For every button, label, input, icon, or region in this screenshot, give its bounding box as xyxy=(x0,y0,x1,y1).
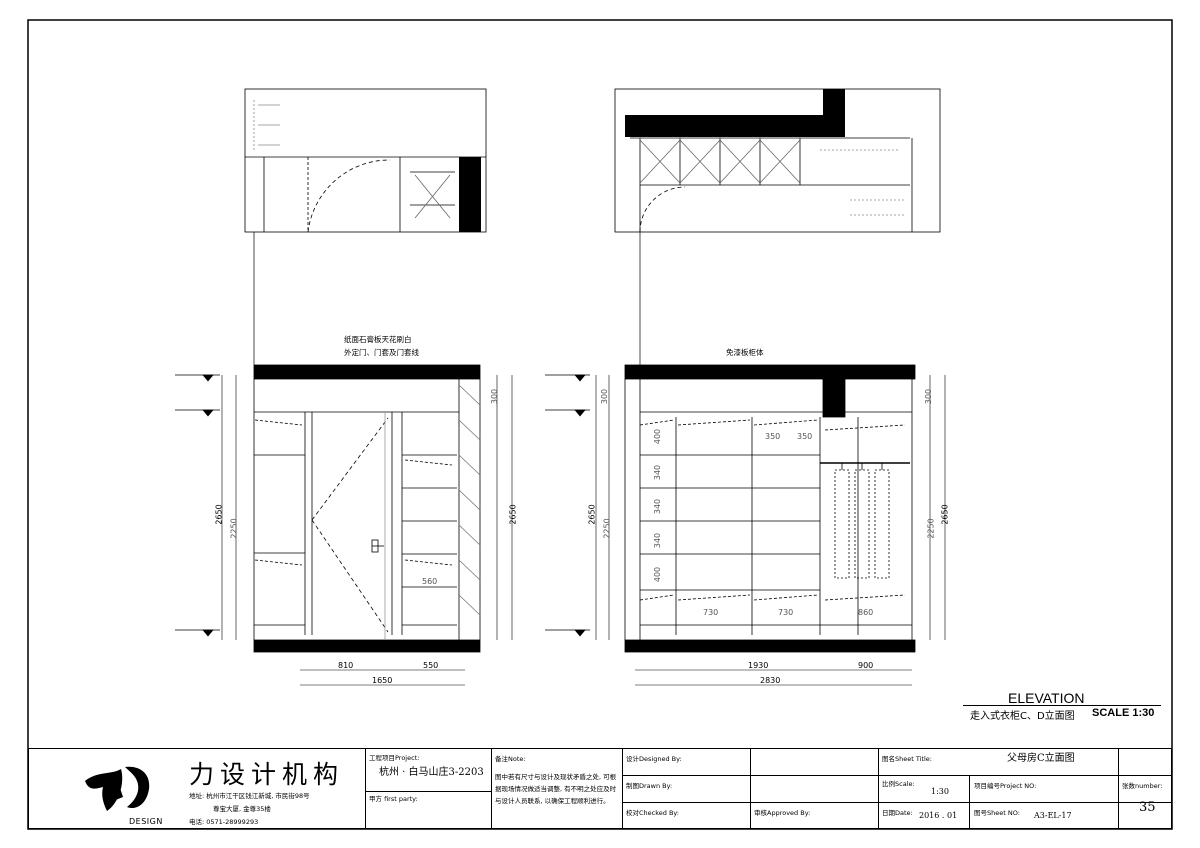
dim-right-vert-400b: 400 xyxy=(653,566,663,583)
plan-left xyxy=(244,88,487,365)
logo-text: DESIGN xyxy=(129,817,163,826)
dim-right-inner-730a: 730 xyxy=(703,608,719,617)
dim-right-inner-350a: 350 xyxy=(765,432,781,441)
firm-address: 地址: 杭州市江干区钱江新城, 市民街98号 尊宝大厦, 金尊35楼 电话: 0… xyxy=(189,790,310,829)
elevation-subtitle: 走入式衣柜C、D立面图 xyxy=(970,711,1075,722)
plan-right xyxy=(614,88,941,365)
firm-name: 力设计机构 xyxy=(189,760,345,789)
dim-right-1930: 1930 xyxy=(748,661,769,670)
sheet-title-label: 图名Sheet Title: xyxy=(882,755,932,763)
drawn-label: 制图Drawn By: xyxy=(626,782,673,790)
caption-underline xyxy=(963,705,1161,706)
annotation-right-1: 免漆板柜体 xyxy=(726,348,764,357)
dim-left-810: 810 xyxy=(338,661,354,670)
dim-right-inner-350b: 350 xyxy=(797,432,813,441)
dim-right-inner-730b: 730 xyxy=(778,608,794,617)
dim-left-v-2650r: 2650 xyxy=(508,504,518,525)
dim-right-v-2250r: 2250 xyxy=(926,518,936,539)
dim-left-v-2250: 2250 xyxy=(229,518,239,539)
elevation-right xyxy=(624,364,916,653)
scale-label: 比例Scale: xyxy=(882,780,915,788)
plan-left-wall-fill xyxy=(459,157,481,232)
approved-label: 审核Approved By: xyxy=(754,809,811,817)
elevation-left xyxy=(253,364,481,653)
dim-right-2830: 2830 xyxy=(760,676,781,685)
sheet-frame xyxy=(27,19,1173,830)
plan-right-wall-v xyxy=(823,89,845,137)
project-label: 工程项目Project: xyxy=(369,754,420,762)
dim-left-inner-560: 560 xyxy=(422,577,438,586)
dim-right-v-2650r: 2650 xyxy=(940,504,950,525)
address-line-1: 地址: 杭州市江干区钱江新城, 市民街98号 xyxy=(189,792,310,800)
date-label: 日期Date: xyxy=(882,809,913,817)
dim-left-550: 550 xyxy=(423,661,439,670)
elevation-title: ELEVATION xyxy=(1008,690,1085,706)
project-value: 杭州 · 白马山庄3-2203 xyxy=(379,767,484,778)
address-line-3: 电话: 0571-28999293 xyxy=(189,818,259,826)
firm-logo-icon xyxy=(85,766,150,811)
dim-right-v-300: 300 xyxy=(600,388,610,405)
sheet-no-value: A3-EL-17 xyxy=(1034,811,1072,820)
date-value: 2016 . 01 xyxy=(919,811,958,820)
annotation-left-1: 纸面石膏板天花刷白 xyxy=(344,335,412,344)
dim-right-v-2650: 2650 xyxy=(587,504,597,525)
number-label: 张数number: xyxy=(1122,782,1163,790)
number-value: 35 xyxy=(1139,800,1156,815)
sheet-no-label: 图号Sheet NO: xyxy=(974,809,1020,817)
level-markers xyxy=(175,374,590,637)
project-no-label: 项目编号Project NO: xyxy=(974,782,1037,790)
sheet-title-value: 父母房C立面图 xyxy=(1007,753,1075,764)
scale-value: 1:30 xyxy=(931,787,949,796)
dim-left-v-2650: 2650 xyxy=(214,504,224,525)
dim-right-vert-400a: 400 xyxy=(653,428,663,445)
elevation-scale: SCALE 1:30 xyxy=(1092,707,1155,719)
dim-right-vert-340c: 340 xyxy=(653,532,663,549)
dim-right-v-300r: 300 xyxy=(924,388,934,405)
dim-right-900: 900 xyxy=(858,661,874,670)
note-label: 备注Note: xyxy=(495,755,526,763)
dim-right-v-2250: 2250 xyxy=(602,518,612,539)
note-text: 图中若有尺寸与设计及现状矛盾之处, 可根据现场情况做适当调整, 有不明之处应及时… xyxy=(495,773,617,805)
dim-left-v-300: 300 xyxy=(490,388,500,405)
checked-label: 校对Checked By: xyxy=(626,809,679,817)
dim-left-1650: 1650 xyxy=(372,676,393,685)
party-label: 甲方 first party: xyxy=(369,795,418,803)
annotation-left-2: 外定门、门套及门套线 xyxy=(344,348,419,357)
dim-right-vert-340b: 340 xyxy=(653,498,663,515)
dim-right-vert-340a: 340 xyxy=(653,464,663,481)
address-line-2: 尊宝大厦, 金尊35楼 xyxy=(213,805,271,813)
plan-right-wall-h xyxy=(625,115,845,137)
designed-label: 设计Designed By: xyxy=(626,755,682,763)
dimension-lines xyxy=(221,375,946,686)
title-block: DESIGN 力设计机构 地址: 杭州市江干区钱江新城, 市民街98号 尊宝大厦… xyxy=(28,748,1172,829)
dim-right-inner-860: 860 xyxy=(858,608,874,617)
